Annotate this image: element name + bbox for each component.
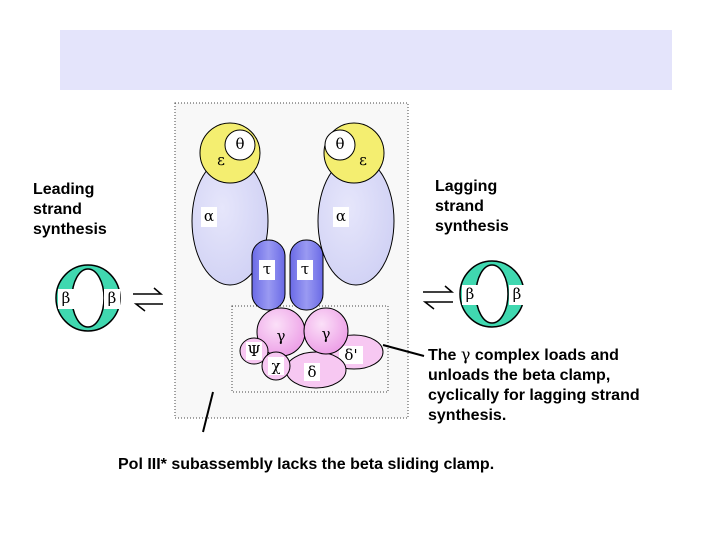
gamma-note-line-1: The γ complex loads and	[428, 345, 713, 366]
caption-pointer	[202, 391, 214, 433]
leading-line-3: synthesis	[33, 221, 107, 238]
leading-line-2: strand	[33, 201, 82, 218]
chi-subunit: χ	[261, 351, 291, 381]
epsilon-symbol-left: ε	[217, 151, 225, 169]
lagging-strand-label: Lagging strand synthesis	[435, 177, 545, 237]
theta-symbol-left: θ	[235, 135, 244, 153]
gamma-note-line-3: cyclically for lagging strand	[428, 387, 640, 404]
leading-line-1: Leading	[33, 181, 95, 198]
theta-subunit-left: θ	[224, 129, 256, 161]
gamma-note-symbol: γ	[460, 345, 471, 364]
beta-symbol-right-b: β	[513, 285, 522, 303]
equilibrium-arrows-left	[133, 287, 164, 312]
lagging-line-1: Lagging	[435, 178, 498, 195]
delta-prime-symbol: δ'	[344, 346, 357, 364]
beta-clamp-right: β β	[459, 260, 525, 328]
gamma-subunit-right: γ	[303, 307, 349, 355]
theta-subunit-right: θ	[324, 129, 356, 161]
tau-symbol-left: τ	[263, 260, 271, 278]
delta-symbol: δ	[307, 363, 316, 381]
gamma-complex-note: The γ complex loads and unloads the beta…	[428, 345, 713, 426]
gamma-note-line-2: unloads the beta clamp,	[428, 367, 611, 384]
gamma-note-pointer	[382, 344, 425, 357]
beta-symbol-left-a: β	[62, 289, 71, 307]
beta-clamp-left: β β	[55, 264, 121, 332]
beta-symbol-left-b: β	[108, 289, 117, 307]
gamma-note-suffix: complex loads and	[470, 347, 619, 364]
delta-subunit: δ	[285, 351, 347, 389]
alpha-symbol-left: α	[204, 207, 214, 225]
chi-symbol: χ	[271, 357, 280, 375]
gamma-note-line-4: synthesis.	[428, 407, 507, 424]
theta-symbol-right: θ	[335, 135, 344, 153]
alpha-symbol-right: α	[336, 207, 346, 225]
lagging-line-3: synthesis	[435, 218, 509, 235]
equilibrium-arrows-right	[422, 285, 455, 310]
gamma-symbol-left: γ	[277, 327, 286, 345]
psi-symbol: Ψ	[247, 342, 260, 360]
lagging-line-2: strand	[435, 198, 484, 215]
leading-strand-label: Leading strand synthesis	[33, 180, 143, 240]
caption: Pol III* subassembly lacks the beta slid…	[118, 456, 495, 473]
tau-subunit-right: τ	[289, 239, 324, 311]
epsilon-symbol-right: ε	[359, 151, 367, 169]
gamma-symbol-right: γ	[322, 325, 331, 343]
tau-subunit-left: τ	[251, 239, 286, 311]
gamma-note-prefix: The	[428, 347, 461, 364]
psi-subunit: Ψ	[239, 337, 269, 365]
title-bar	[60, 30, 672, 90]
tau-symbol-right: τ	[301, 260, 309, 278]
beta-symbol-right-a: β	[466, 285, 475, 303]
